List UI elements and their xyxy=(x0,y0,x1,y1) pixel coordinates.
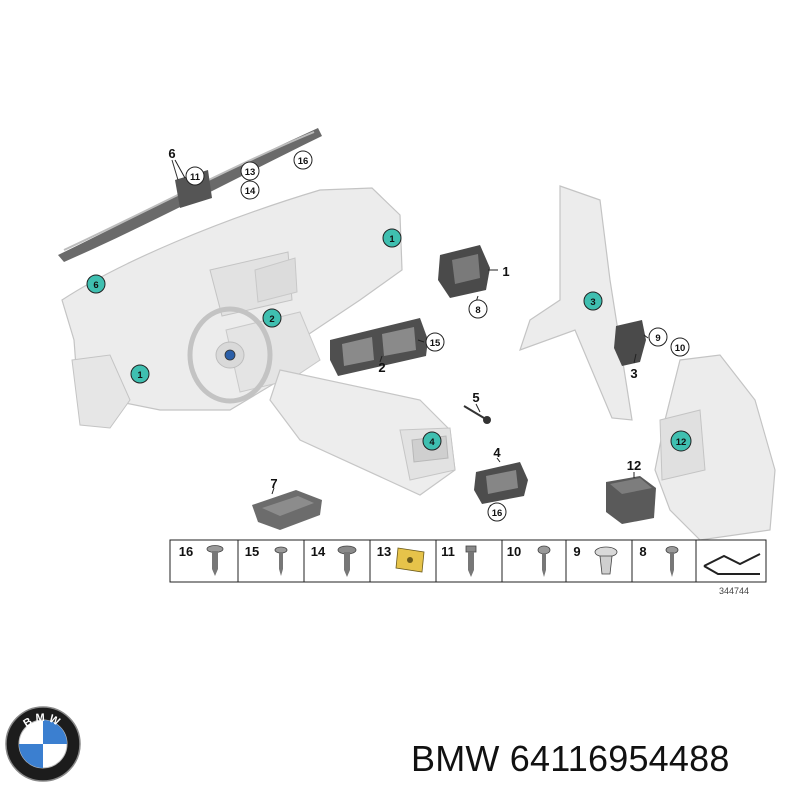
b-pillar-trim xyxy=(519,185,633,421)
highlight-callout-3: 3 xyxy=(583,291,603,311)
svg-text:8: 8 xyxy=(475,305,480,316)
part-label-3: 3 xyxy=(630,366,637,381)
strip-label-16: 16 xyxy=(179,544,193,559)
hex-screw-icon xyxy=(465,545,477,577)
vent-part-3 xyxy=(614,320,646,366)
bracket-part-7 xyxy=(252,490,322,530)
callout-11: 11 xyxy=(185,166,205,186)
callout-10: 10 xyxy=(670,337,690,357)
fastener-strip: 16 15 14 13 11 10 9 8 xyxy=(169,539,767,583)
svg-text:6: 6 xyxy=(93,280,98,291)
highlight-callout-6: 6 xyxy=(86,274,106,294)
callout-15: 15 xyxy=(425,332,445,352)
flange-screw-icon xyxy=(206,545,224,576)
caption-part-number: 64116954488 xyxy=(509,738,730,779)
rear-side-panel xyxy=(654,354,776,541)
svg-text:13: 13 xyxy=(245,167,256,178)
callout-13: 13 xyxy=(240,161,260,181)
svg-text:10: 10 xyxy=(675,343,686,354)
svg-text:11: 11 xyxy=(190,172,201,183)
strip-label-8: 8 xyxy=(639,544,646,559)
callout-16-bottom: 16 xyxy=(487,502,507,522)
highlight-callout-4: 4 xyxy=(422,431,442,451)
vent-part-1 xyxy=(438,245,490,298)
module-part-12 xyxy=(606,476,656,524)
callout-16-top: 16 xyxy=(293,150,313,170)
svg-text:16: 16 xyxy=(298,156,309,167)
pan-screw-icon xyxy=(537,545,551,577)
windshield-trim-strip xyxy=(58,128,322,262)
part-caption: BMW 64116954488 xyxy=(411,738,796,790)
dashboard-body xyxy=(61,187,456,496)
svg-text:14: 14 xyxy=(245,186,256,197)
strip-label-13: 13 xyxy=(377,544,391,559)
svg-text:1: 1 xyxy=(389,234,395,245)
part-label-2: 2 xyxy=(378,360,385,375)
part-label-1: 1 xyxy=(502,264,509,279)
svg-text:9: 9 xyxy=(655,333,660,344)
highlight-callout-12: 12 xyxy=(670,430,692,452)
leader-lines xyxy=(174,159,649,509)
bmw-roundel-icon: BMW xyxy=(5,706,81,782)
strip-label-14: 14 xyxy=(311,544,326,559)
highlight-callout-2: 2 xyxy=(262,308,282,328)
self-tapping-screw-icon xyxy=(665,546,679,577)
svg-text:15: 15 xyxy=(430,338,441,349)
strip-label-10: 10 xyxy=(507,544,521,559)
part-label-4: 4 xyxy=(493,445,501,460)
reference-arrow-icon xyxy=(703,553,761,575)
svg-text:3: 3 xyxy=(590,297,595,308)
screw-part-5 xyxy=(463,405,491,424)
expanding-rivet-icon xyxy=(594,546,618,575)
clip-nut-icon xyxy=(395,547,425,573)
vent-part-2 xyxy=(330,318,428,376)
brand-logo: BMW xyxy=(4,705,82,783)
part-label-7: 7 xyxy=(270,476,277,491)
part-label-6: 6 xyxy=(168,146,175,161)
callout-14: 14 xyxy=(240,180,260,200)
svg-text:16: 16 xyxy=(492,508,503,519)
vent-part-4 xyxy=(474,462,528,504)
highlight-callout-1-left: 1 xyxy=(130,364,150,384)
callout-9: 9 xyxy=(648,327,668,347)
part-label-5: 5 xyxy=(472,390,479,405)
caption-brand: BMW xyxy=(411,738,500,779)
svg-text:2: 2 xyxy=(269,314,274,325)
strip-label-15: 15 xyxy=(245,544,259,559)
callout-8: 8 xyxy=(468,299,488,319)
strip-label-9: 9 xyxy=(573,544,580,559)
highlight-callout-1-top: 1 xyxy=(382,228,402,248)
tapping-screw-icon xyxy=(274,546,288,576)
svg-text:12: 12 xyxy=(676,437,687,448)
part-label-12: 12 xyxy=(627,458,641,473)
svg-text:BMW: BMW xyxy=(21,712,64,730)
strip-label-11: 11 xyxy=(441,544,455,559)
washer-screw-icon xyxy=(337,545,357,577)
reference-number: 344744 xyxy=(719,586,749,596)
svg-text:4: 4 xyxy=(429,437,435,448)
svg-text:1: 1 xyxy=(137,370,143,381)
